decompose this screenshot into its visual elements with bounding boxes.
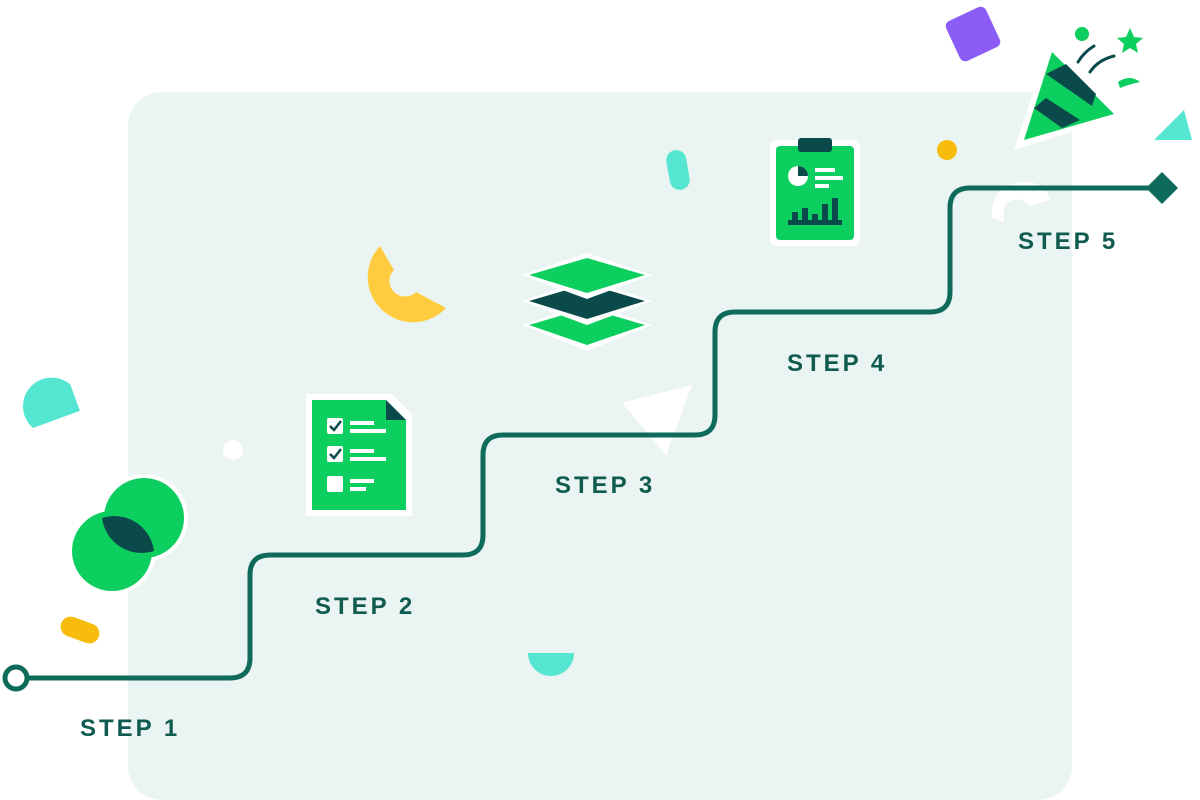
step-1-label: STEP 1: [80, 715, 181, 742]
purple-confetti: [945, 6, 1001, 62]
staircase-path: [23, 185, 1153, 681]
step-4-label: STEP 4: [787, 350, 888, 377]
amber-pill-confetti: [60, 616, 100, 644]
step-3-label: STEP 3: [555, 472, 656, 499]
background-panel: [128, 92, 1072, 800]
yellow-arc-confetti: [367, 246, 446, 323]
step-2-label: STEP 2: [315, 593, 416, 620]
report-clipboard-icon: [770, 138, 860, 246]
venn-circles-icon: [68, 474, 188, 595]
white-arc-confetti: [991, 182, 1050, 222]
amber-dot-confetti: [937, 140, 957, 160]
white-dot-confetti: [223, 440, 243, 460]
stacked-layers-icon: [522, 253, 652, 351]
party-popper-icon: [1014, 27, 1143, 150]
start-node: [2, 664, 30, 692]
finish-node: [1146, 172, 1178, 204]
white-triangle-confetti: [622, 385, 692, 455]
step-5-label: STEP 5: [1018, 228, 1119, 255]
checklist-document-icon: [306, 394, 412, 516]
teal-half-circle-confetti-bottom: [528, 653, 574, 676]
teal-half-circle-confetti-left: [22, 377, 80, 428]
teal-pill-confetti: [666, 150, 690, 190]
teal-triangle-confetti: [1154, 110, 1192, 140]
